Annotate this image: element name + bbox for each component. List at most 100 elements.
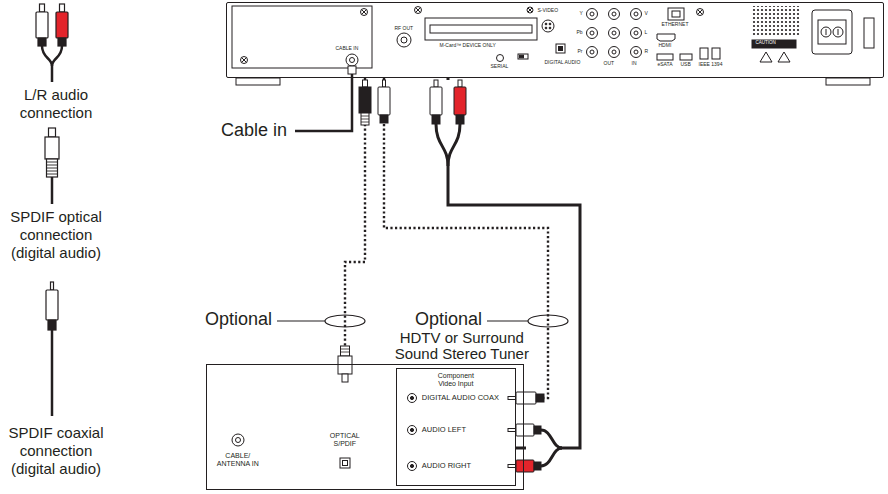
port-label: IEEE 1394 bbox=[699, 62, 723, 67]
tuner-jacks bbox=[410, 428, 413, 431]
port-label: CABLE/ ANTENNA IN bbox=[212, 452, 264, 469]
audio-cable bbox=[448, 78, 580, 448]
tuner-box: HDTV or Surround Sound Stereo TunerCABLE… bbox=[206, 364, 524, 490]
port-label: USB bbox=[681, 62, 691, 67]
set-top-box-details bbox=[397, 33, 411, 47]
coax-plug-icon bbox=[51, 282, 54, 290]
optical-plug-icon bbox=[45, 137, 59, 159]
set-top-box-details bbox=[242, 58, 247, 63]
lr-audio-icon bbox=[56, 12, 68, 38]
set-top-box-details bbox=[680, 54, 692, 60]
set-top-box-details bbox=[527, 7, 533, 13]
set-top-box-details bbox=[415, 7, 422, 14]
tuner-plugs bbox=[534, 462, 541, 470]
set-top-box-plugs bbox=[380, 115, 388, 123]
set-top-box-panel: CABLE INRF OUTM-Card™ DEVICE ONLYSERIALS… bbox=[226, 2, 884, 78]
set-top-box-plugs bbox=[454, 87, 466, 115]
port-label: L bbox=[645, 30, 648, 35]
port-label: DIGITAL AUDIO COAX bbox=[422, 394, 499, 402]
port-label: OUT bbox=[604, 61, 615, 66]
port-label: V bbox=[645, 11, 648, 16]
port-label: R bbox=[645, 49, 649, 54]
set-top-box-details bbox=[631, 9, 642, 20]
set-top-box-plugs bbox=[383, 80, 386, 87]
callout-label: Optional bbox=[415, 309, 482, 329]
port-label: Pb bbox=[577, 30, 583, 35]
set-top-box-plugs bbox=[456, 115, 464, 124]
set-top-box-details bbox=[818, 20, 846, 44]
optical-plug-icon bbox=[47, 162, 58, 174]
set-top-box-plugs bbox=[359, 87, 371, 113]
set-top-box-details bbox=[587, 28, 598, 39]
port-label: ETHERNET bbox=[662, 22, 689, 27]
optical-plug-icon bbox=[51, 177, 54, 204]
optical-plug-icon bbox=[47, 159, 58, 177]
set-top-box-details bbox=[232, 6, 874, 131]
optional-callout-marks bbox=[487, 320, 528, 321]
coax-cable bbox=[384, 78, 548, 398]
tuner-plugs bbox=[541, 448, 562, 466]
port-label: CABLE IN bbox=[336, 46, 359, 51]
set-top-box-plugs bbox=[448, 124, 460, 166]
set-top-box-details bbox=[545, 27, 547, 29]
tuner-plugs bbox=[534, 426, 541, 434]
port-label: Y bbox=[580, 11, 583, 16]
set-top-box-details bbox=[864, 18, 874, 48]
set-top-box-details bbox=[634, 50, 638, 54]
set-top-box-details bbox=[401, 37, 407, 43]
legend-caption: L/R audio connection bbox=[2, 86, 110, 122]
set-top-box-details bbox=[657, 54, 673, 60]
set-top-box-details bbox=[697, 9, 704, 16]
set-top-box-details bbox=[348, 66, 356, 74]
tuner-jacks bbox=[236, 438, 241, 443]
set-top-box-plugs bbox=[436, 124, 448, 166]
set-top-box-details bbox=[752, 6, 800, 36]
set-top-box-details bbox=[425, 18, 537, 40]
port-label: DIGITAL AUDIO bbox=[545, 60, 581, 65]
lr-audio-icon bbox=[42, 46, 52, 82]
set-top-box-details bbox=[590, 50, 594, 54]
set-top-box-details bbox=[416, 8, 421, 13]
set-top-box-details bbox=[241, 57, 248, 64]
tuner-jacks bbox=[408, 394, 417, 403]
set-top-box-details bbox=[549, 23, 551, 25]
port-label: IN bbox=[632, 61, 637, 66]
set-top-box-details bbox=[698, 10, 703, 15]
set-top-box-details bbox=[612, 31, 616, 35]
tuner-plugs bbox=[526, 444, 558, 452]
set-top-box-plugs bbox=[434, 80, 438, 87]
set-top-box-details bbox=[497, 55, 504, 62]
set-top-box-plugs bbox=[363, 80, 368, 87]
set-top-box-plugs bbox=[432, 115, 440, 124]
set-top-box-details bbox=[556, 44, 565, 53]
coax-plug-icon bbox=[48, 320, 56, 330]
tuner-jacks bbox=[340, 458, 350, 468]
port-label: eSATA bbox=[658, 62, 673, 67]
set-top-box-details bbox=[634, 12, 638, 16]
set-top-box-details bbox=[415, 7, 422, 14]
tuner-plugs bbox=[536, 394, 544, 402]
set-top-box-details bbox=[232, 6, 372, 68]
set-top-box-details bbox=[826, 78, 870, 85]
optional-callout-marks bbox=[277, 320, 325, 321]
lr-audio-icon bbox=[40, 4, 45, 12]
set-top-box-details bbox=[609, 9, 620, 20]
port-label: M-Card™ DEVICE ONLY bbox=[440, 43, 496, 48]
set-top-box-details bbox=[549, 27, 551, 29]
set-top-box-details bbox=[545, 23, 547, 25]
callout-label: Optional bbox=[205, 309, 272, 329]
device-heading: HDTV or Surround Sound Stereo Tuner bbox=[389, 330, 535, 362]
component-input-panel: Component Video InputDIGITAL AUDIO COAXA… bbox=[396, 368, 516, 486]
lr-audio-icon bbox=[36, 12, 48, 38]
set-top-box-details bbox=[609, 28, 620, 39]
set-top-box-plugs bbox=[361, 113, 369, 125]
tuner-plugs bbox=[341, 346, 350, 356]
coax-plug-icon bbox=[51, 330, 54, 416]
set-top-box-details bbox=[657, 34, 675, 41]
set-top-box-details bbox=[612, 50, 616, 54]
lr-audio-icon bbox=[60, 4, 65, 12]
set-top-box-details bbox=[587, 47, 598, 58]
